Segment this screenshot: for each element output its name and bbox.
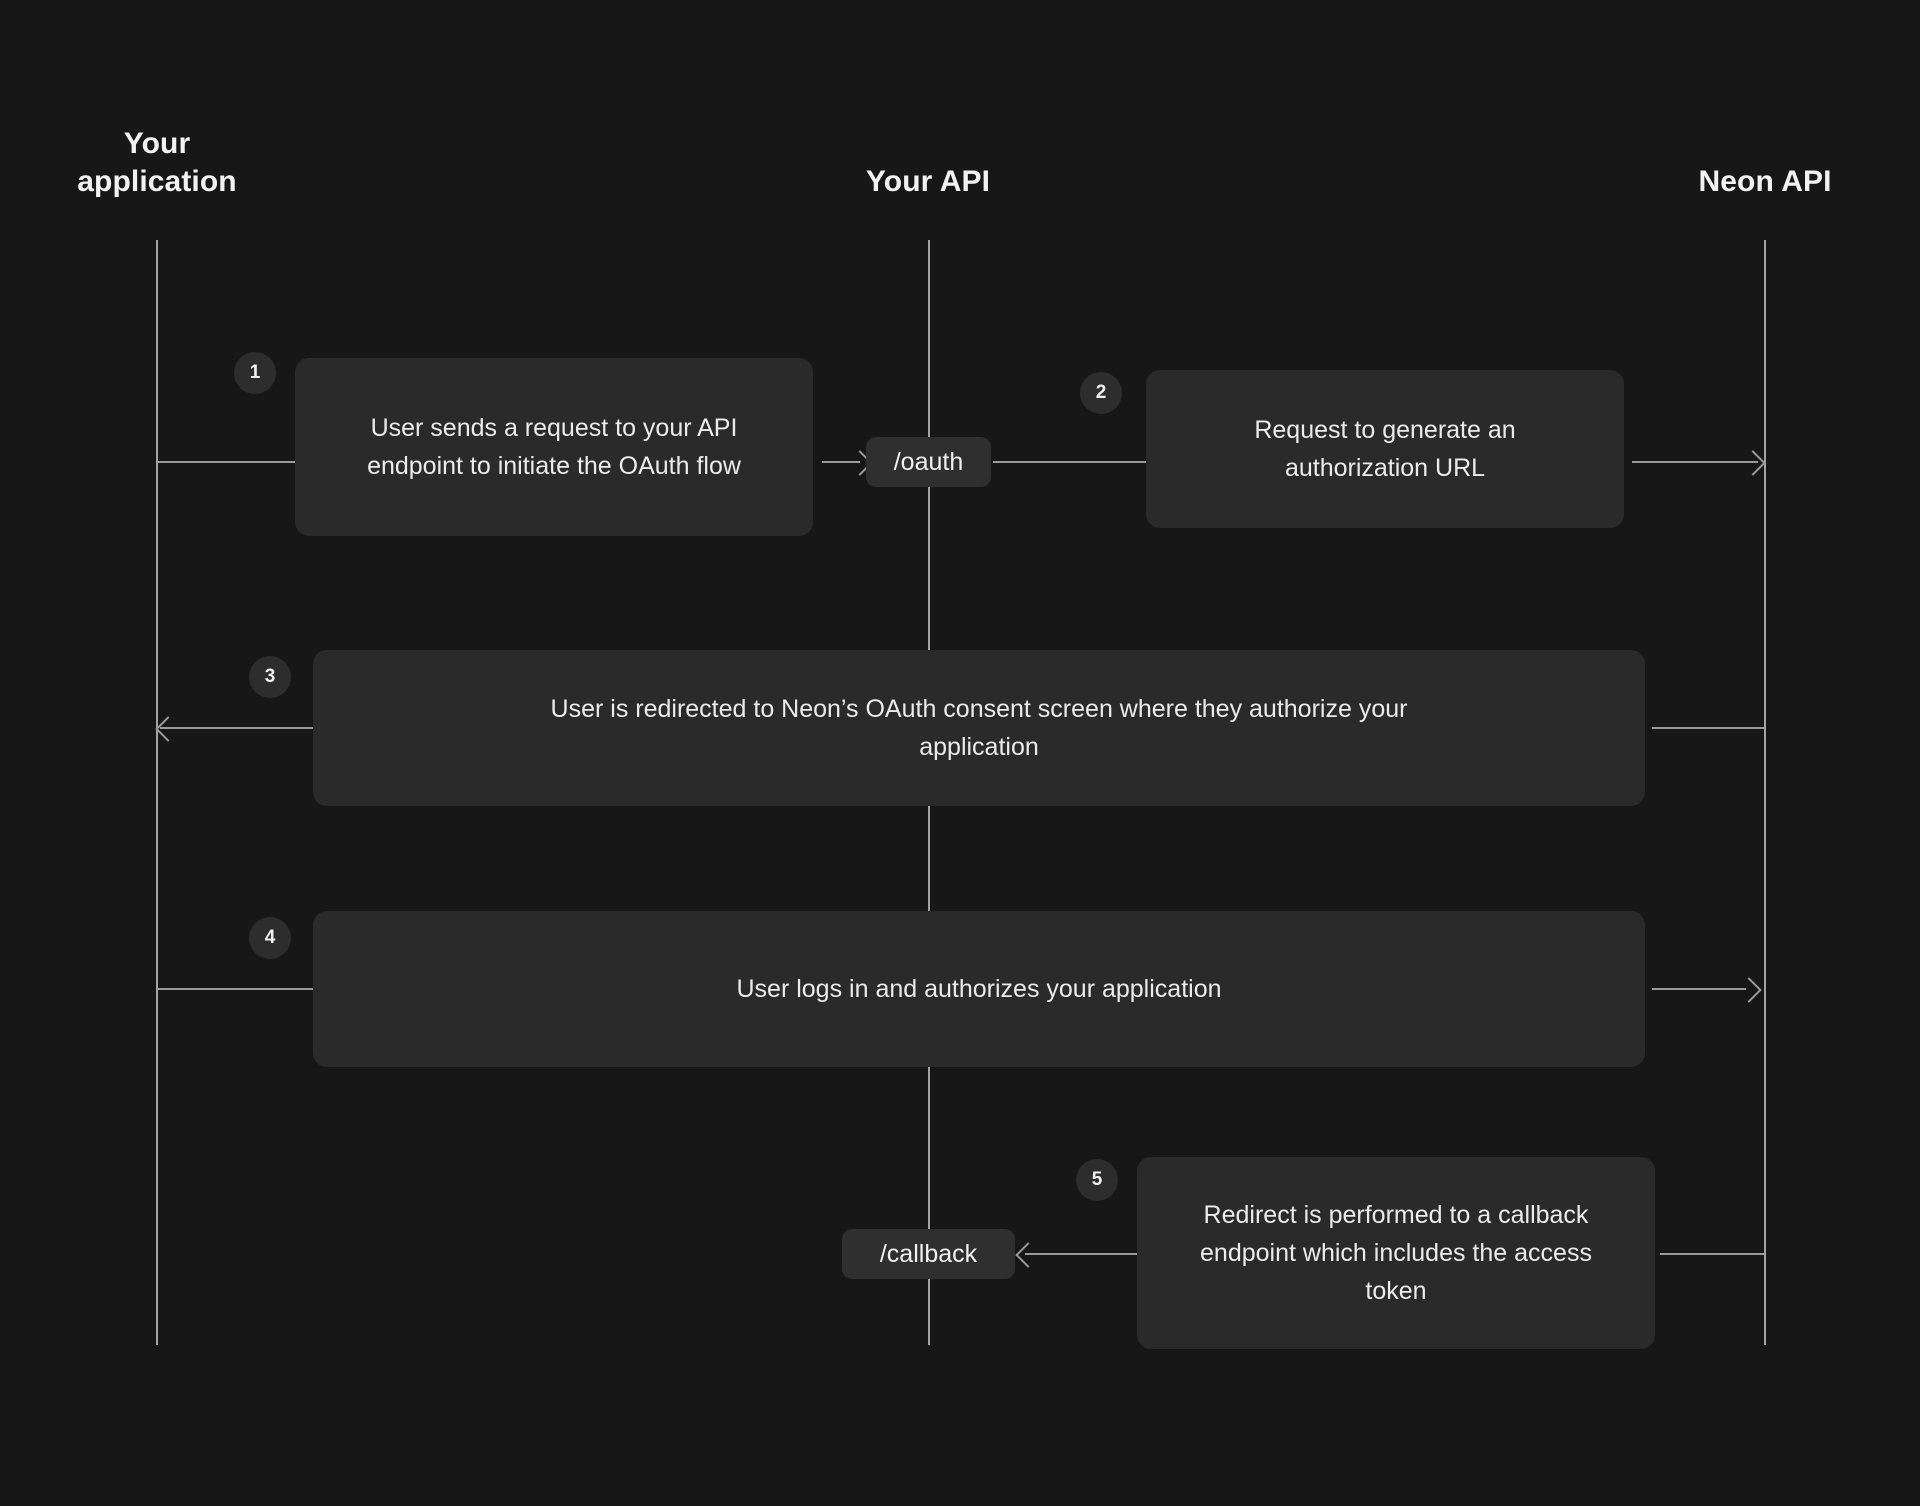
step-badge-3: 3 (249, 656, 291, 698)
endpoint-pill-callback: /callback (842, 1229, 1015, 1279)
lifeline-neon-api (1764, 240, 1766, 1345)
connector-step-5-to-callback (1025, 1253, 1137, 1255)
step-text-2: Request to generate an authorization URL (1254, 416, 1516, 482)
arrowhead-step-2-to-neon (1740, 450, 1766, 476)
arrowhead-step-5-to-callback (1015, 1242, 1041, 1268)
step-text-1: User sends a request to your API endpoin… (367, 414, 741, 480)
connector-step-3-left (160, 727, 314, 729)
actor-label-your-application: Your application (77, 127, 237, 199)
lifeline-your-application (156, 240, 158, 1345)
connector-step-1-left (157, 461, 296, 463)
step-box-5: Redirect is performed to a callback endp… (1137, 1157, 1655, 1349)
connector-step-3-to-neon (1652, 727, 1764, 729)
step-box-4: User logs in and authorizes your applica… (313, 911, 1645, 1067)
connector-step-4-left (157, 988, 313, 990)
actor-label-your-api: Your API (865, 165, 991, 198)
step-text-4: User logs in and authorizes your applica… (736, 975, 1222, 1003)
step-text-3: User is redirected to Neon’s OAuth conse… (550, 695, 1408, 761)
step-badge-1: 1 (234, 352, 276, 394)
connector-step-1-to-oauth (822, 461, 860, 463)
connector-oauth-to-step-2 (993, 461, 1146, 463)
step-box-2: Request to generate an authorization URL (1146, 370, 1624, 528)
connector-step-4-to-neon (1652, 988, 1746, 990)
arrowhead-step-4-to-neon (1736, 977, 1762, 1003)
step-box-3: User is redirected to Neon’s OAuth conse… (313, 650, 1645, 806)
step-badge-2: 2 (1080, 372, 1122, 414)
connector-step-2-to-neon (1632, 461, 1758, 463)
actor-label-neon-api: Neon API (1698, 165, 1832, 198)
step-badge-5: 5 (1076, 1159, 1118, 1201)
endpoint-pill-oauth: /oauth (866, 437, 991, 487)
connector-step-5-to-neon (1660, 1253, 1764, 1255)
step-box-1: User sends a request to your API endpoin… (295, 358, 813, 536)
step-badge-4: 4 (249, 917, 291, 959)
arrowhead-step-3-to-application (155, 716, 181, 742)
step-text-5: Redirect is performed to a callback endp… (1200, 1201, 1592, 1305)
